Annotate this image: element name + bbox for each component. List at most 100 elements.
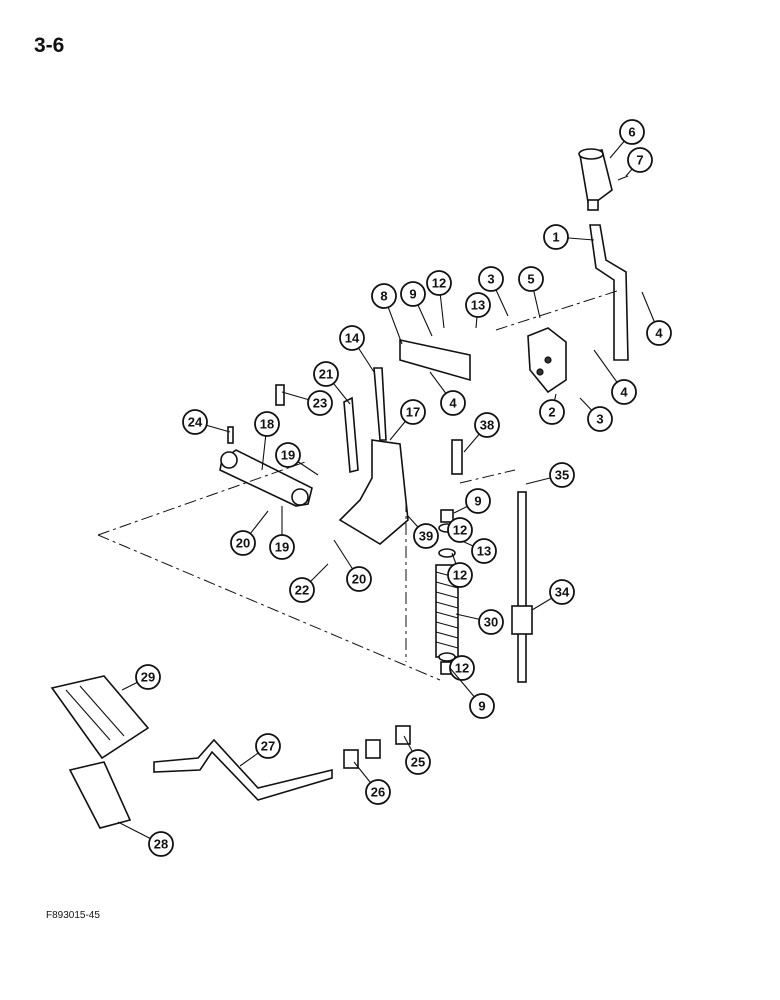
callout-label: 26 xyxy=(371,785,385,800)
callout-9: 9 xyxy=(449,667,495,719)
callout-circle xyxy=(365,779,391,805)
callout-label: 17 xyxy=(406,405,420,420)
callout-label: 12 xyxy=(453,568,467,583)
pedal-lever xyxy=(153,738,333,801)
callout-circle xyxy=(549,579,575,605)
callout-30: 30 xyxy=(455,609,504,635)
callout-label: 29 xyxy=(141,670,155,685)
callout-21: 21 xyxy=(313,361,351,405)
callout-4: 4 xyxy=(641,291,672,346)
callout-1: 1 xyxy=(543,224,595,250)
callout-circle xyxy=(400,399,426,425)
callout-circle xyxy=(646,320,672,346)
spring xyxy=(435,564,459,658)
callout-19: 19 xyxy=(269,506,295,560)
callout-38: 38 xyxy=(463,412,500,453)
assembly-line xyxy=(97,461,306,536)
callout-circle xyxy=(474,412,500,438)
callout-label: 20 xyxy=(236,536,250,551)
callout-circle xyxy=(346,566,372,592)
callout-label: 9 xyxy=(478,699,485,714)
pedal-pad xyxy=(50,675,150,760)
callout-17: 17 xyxy=(389,399,426,441)
callout-label: 9 xyxy=(409,287,416,302)
pin xyxy=(617,175,629,181)
callout-label: 13 xyxy=(477,544,491,559)
callout-label: 23 xyxy=(313,396,327,411)
callout-label: 22 xyxy=(295,583,309,598)
callout-label: 4 xyxy=(449,396,457,411)
callout-circle xyxy=(339,325,365,351)
callout-5: 5 xyxy=(518,266,544,319)
callout-25: 25 xyxy=(403,735,431,775)
callout-7: 7 xyxy=(625,147,653,177)
callout-label: 34 xyxy=(555,585,570,600)
pin xyxy=(451,439,463,475)
callout-label: 12 xyxy=(453,523,467,538)
callout-label: 3 xyxy=(596,412,603,427)
callout-4: 4 xyxy=(593,349,637,405)
callout-label: 24 xyxy=(188,415,203,430)
callout-14: 14 xyxy=(339,325,375,373)
callout-13: 13 xyxy=(461,538,497,564)
pin xyxy=(227,426,234,444)
callout-circle xyxy=(307,390,333,416)
callout-circle xyxy=(611,379,637,405)
washer xyxy=(438,548,456,558)
callout-35: 35 xyxy=(525,462,575,488)
callout-circle xyxy=(182,409,208,435)
support-bracket xyxy=(338,439,409,545)
callout-label: 6 xyxy=(628,125,635,140)
callout-label: 8 xyxy=(380,289,387,304)
callout-circle xyxy=(148,831,174,857)
callout-26: 26 xyxy=(353,761,391,805)
callout-12: 12 xyxy=(447,552,473,588)
shift-knob xyxy=(578,148,613,211)
callout-circle xyxy=(518,266,544,292)
callout-circle xyxy=(619,119,645,145)
callout-label: 12 xyxy=(455,661,469,676)
callout-8: 8 xyxy=(371,283,403,345)
callout-label: 7 xyxy=(636,153,643,168)
callout-circle xyxy=(543,224,569,250)
callout-3: 3 xyxy=(478,266,509,317)
link-arm xyxy=(219,449,313,507)
callout-12: 12 xyxy=(449,655,475,681)
callout-circle xyxy=(371,283,397,309)
bushing xyxy=(395,725,411,745)
callout-20: 20 xyxy=(230,510,269,556)
plate-hole xyxy=(544,356,552,364)
callout-4: 4 xyxy=(429,371,466,416)
callout-label: 35 xyxy=(555,468,569,483)
callout-circle xyxy=(465,292,491,318)
callout-13: 13 xyxy=(465,292,491,329)
bushing xyxy=(365,739,381,759)
callout-circle xyxy=(539,399,565,425)
callout-22: 22 xyxy=(289,563,329,603)
callout-label: 14 xyxy=(345,331,360,346)
spring-nut xyxy=(440,509,454,523)
callout-label: 28 xyxy=(154,837,168,852)
bracket xyxy=(399,339,471,382)
callout-label: 27 xyxy=(261,739,275,754)
callout-circle xyxy=(405,749,431,775)
callout-circle xyxy=(400,281,426,307)
callout-circle xyxy=(289,577,315,603)
pedal-plate xyxy=(68,761,132,829)
washer xyxy=(438,652,456,662)
callout-label: 25 xyxy=(411,755,425,770)
callout-label: 9 xyxy=(474,494,481,509)
callout-label: 18 xyxy=(260,417,274,432)
callout-circle xyxy=(440,390,466,416)
bolt xyxy=(343,396,359,474)
callout-28: 28 xyxy=(117,821,174,857)
callout-circle xyxy=(465,488,491,514)
callout-circle xyxy=(275,442,301,468)
callout-circle xyxy=(230,530,256,556)
assembly-line xyxy=(97,534,441,681)
callout-23: 23 xyxy=(281,390,333,416)
callout-label: 13 xyxy=(471,298,485,313)
link-bushing xyxy=(291,488,309,506)
callout-label: 19 xyxy=(281,448,295,463)
callout-29: 29 xyxy=(121,664,161,691)
